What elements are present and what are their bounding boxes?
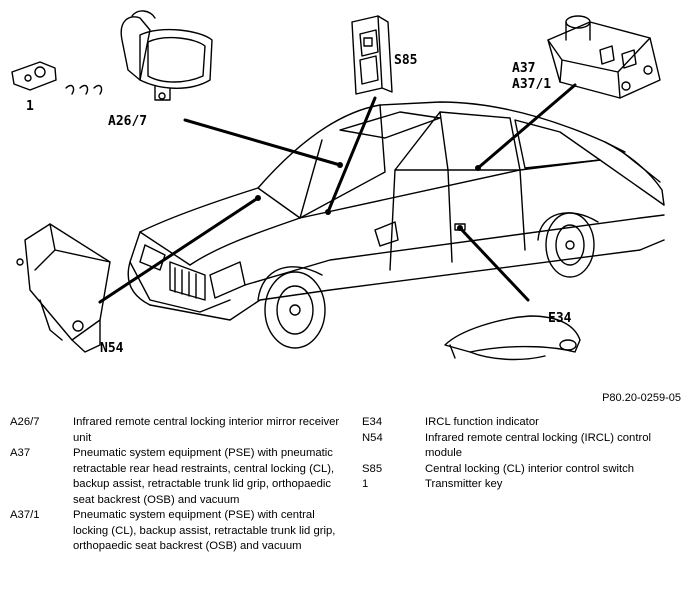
legend-description: Central locking (CL) interior control sw… [425,462,635,475]
legend-code: A37 [10,447,31,459]
car-illustration [127,101,665,349]
leader-a26-7 [183,118,342,167]
callout-a37: A37 [512,61,535,76]
legend-row: A26/7 Infrared remote central locking int… [10,415,340,446]
figure-reference: P80.20-0259-05 [602,392,681,404]
legend-code: S85 [362,462,383,475]
legend-description: Infrared remote central locking interior… [73,416,340,444]
leader-s85 [326,96,377,214]
legend-description: IRCL function indicator [425,416,539,428]
legend-left-column: A26/7 Infrared remote central locking int… [10,415,340,555]
legend-code: 1 [362,478,369,490]
legend-row: N54 Infrared remote central locking (IRCL… [362,431,687,462]
legend-description: Pneumatic system equipment (PSE) with pn… [73,447,335,506]
legend-description: Pneumatic system equipment (PSE) with ce… [73,509,336,552]
callout-a37-1: A37/1 [512,77,551,92]
leader-n54 [98,196,260,304]
legend-code: A26/7 [10,416,40,428]
pse-unit-illustration [547,15,661,99]
leader-lines [98,83,577,304]
callout-e34: E34 [548,311,572,326]
callout-1: 1 [26,99,34,114]
legend-code: E34 [362,416,383,428]
callout-a26-7: A26/7 [108,114,147,129]
legend-row: E34 IRCL function indicator [362,415,687,431]
car-component-diagram: 1 A26/7 S85 A37 A37/1 E34 N54 [11,10,665,361]
legend-description: Infrared remote central locking (IRCL) c… [425,431,652,460]
transmitter-key-illustration [11,61,103,95]
legend-row: S85 Central locking (CL) interior control… [362,462,687,478]
legend-row: A37 Pneumatic system equipment (PSE) with… [10,446,340,508]
leader-a37 [476,83,577,170]
control-module-illustration [16,223,111,353]
interior-mirror-illustration [120,10,213,101]
leader-e34 [458,226,530,302]
callout-n54: N54 [100,341,124,356]
legend-code: A37/1 [10,509,40,521]
legend-code: N54 [362,431,383,444]
cl-switch-illustration [351,15,393,95]
legend-row: 1 Transmitter key [362,477,687,493]
legend-description: Transmitter key [425,478,503,490]
legend-row: A37/1 Pneumatic system equipment (PSE) wi… [10,508,340,555]
door-handle-illustration [444,315,581,361]
callout-s85: S85 [394,53,417,68]
